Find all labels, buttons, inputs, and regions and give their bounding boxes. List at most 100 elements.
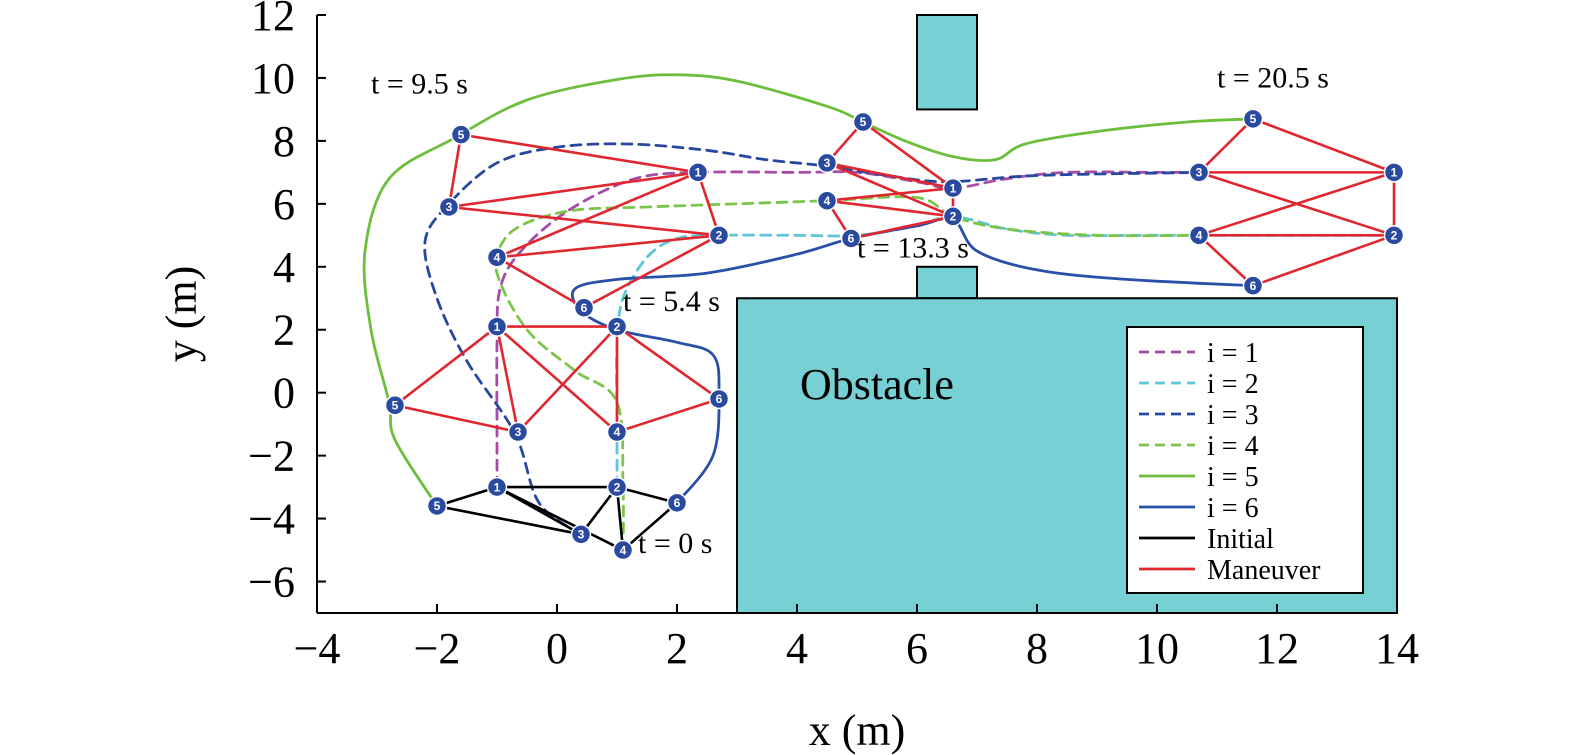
formation-5-node-4 <box>1188 225 1210 246</box>
time-label-1: t = 0 s <box>638 527 712 560</box>
formation-4-node-1 <box>942 177 964 199</box>
legend-label-5: i = 5 <box>1207 462 1259 493</box>
formation-3-edge-1-4 <box>496 171 699 259</box>
axes <box>316 15 1397 614</box>
trajectory-1 <box>495 170 1201 489</box>
formation-edge-layer <box>394 117 1396 552</box>
formation-4-node-5 <box>852 111 874 133</box>
formation-3-node-2-label: 2 <box>716 229 723 243</box>
formation-2-node-3-label: 3 <box>515 425 522 439</box>
formation-5-edge-4-6 <box>1198 234 1254 287</box>
formation-1-node-4-label: 4 <box>620 543 627 557</box>
formation-3-node-4 <box>486 247 508 268</box>
formation-4-edge-2-6 <box>850 215 954 240</box>
formation-3-node-6-label: 6 <box>581 301 588 315</box>
formation-3-node-3 <box>438 196 460 218</box>
legend-label-6: i = 6 <box>1207 493 1259 524</box>
formation-2-node-2-label: 2 <box>614 320 621 334</box>
formation-2-node-1-label: 1 <box>494 320 501 334</box>
formation-3-node-1-label: 1 <box>695 166 702 180</box>
formation-5-edge-2-3 <box>1198 171 1395 237</box>
legend-label-8: Maneuver <box>1207 555 1321 586</box>
formation-1-node-2-label: 2 <box>614 480 621 494</box>
formation-4-edge-1-4 <box>826 186 954 202</box>
formation-3-edge-1-2 <box>696 171 721 236</box>
x-tick-label-5: 4 <box>786 624 808 673</box>
formation-4-node-6 <box>840 228 862 249</box>
formation-1-node-2 <box>606 476 628 498</box>
formation-1-node-3 <box>570 524 592 545</box>
legend-label-7: Initial <box>1207 524 1274 555</box>
formation-1-node-6-label: 6 <box>674 496 681 510</box>
formation-4-node-3-label: 3 <box>824 156 831 170</box>
x-tick-label-8: 10 <box>1135 624 1179 673</box>
y-tick-label-8: 8 <box>273 117 295 166</box>
formation-4-node-1-label: 1 <box>950 181 957 195</box>
formation-2-node-5 <box>384 395 406 416</box>
formation-3-node-5-label: 5 <box>458 128 465 142</box>
legend-box <box>1126 326 1364 594</box>
formation-3-node-3-label: 3 <box>446 200 453 214</box>
formation-1-edge-1-4 <box>496 485 624 552</box>
formation-4-edge-1-3 <box>826 161 954 190</box>
y-axis-title: y (m) <box>157 266 206 363</box>
y-tick-label-5: 2 <box>273 306 295 355</box>
formation-4-node-5-label: 5 <box>860 115 867 129</box>
formation-3-node-4-label: 4 <box>494 251 501 265</box>
formation-2-edge-1-3 <box>495 326 520 433</box>
formation-2-edge-1-5 <box>394 325 498 407</box>
formation-1-node-1 <box>486 476 508 498</box>
legend-label-3: i = 3 <box>1207 400 1259 431</box>
x-tick-label-10: 14 <box>1375 624 1419 673</box>
formation-3-node-2 <box>708 225 730 246</box>
formation-1-node-5-label: 5 <box>434 499 441 513</box>
time-label-2: t = 5.4 s <box>623 285 720 318</box>
y-tick-label-3: −2 <box>248 432 295 481</box>
y-tick-label-10: 12 <box>251 0 295 40</box>
formation-2-node-3 <box>507 421 529 443</box>
formation-5-edge-1-5 <box>1252 117 1395 174</box>
formation-3-node-1 <box>687 162 709 183</box>
obstacle-2 <box>916 265 978 300</box>
formation-5-node-3 <box>1188 162 1210 183</box>
formation-2-edge-3-5 <box>394 404 519 434</box>
formation-2-node-4-label: 4 <box>614 425 621 439</box>
formation-2-edge-4-6 <box>616 397 720 434</box>
formation-1-edge-4-6 <box>622 501 678 552</box>
y-tick-label-1: −6 <box>248 558 295 607</box>
trajectory-4 <box>494 195 1201 552</box>
formation-5-node-2 <box>1383 225 1405 246</box>
formation-1-edge-1-5 <box>436 485 498 508</box>
formation-1-edge-2-4 <box>615 486 625 551</box>
formation-5-node-6 <box>1242 275 1264 296</box>
x-axis-title: x (m) <box>809 706 906 755</box>
formation-1-node-3-label: 3 <box>578 528 585 542</box>
formation-2-node-6 <box>708 388 730 410</box>
formation-1-node-4 <box>612 539 634 561</box>
formation-5-node-1-label: 1 <box>1391 166 1398 180</box>
y-tick-label-7: 6 <box>273 180 295 229</box>
formation-4-node-6-label: 6 <box>848 232 855 246</box>
formation-4-node-2 <box>942 206 964 227</box>
legend: i = 1i = 2i = 3i = 4i = 5i = 6InitialMan… <box>1126 326 1364 594</box>
formation-5-edge-2-6 <box>1252 234 1395 287</box>
time-label-5: t = 20.5 s <box>1217 61 1329 94</box>
x-tick-label-6: 6 <box>906 624 928 673</box>
time-label-3: t = 9.5 s <box>371 68 468 101</box>
formation-4-node-2-label: 2 <box>950 210 957 224</box>
y-tick-label-2: −4 <box>248 495 295 544</box>
y-tick-label-4: 0 <box>273 369 295 418</box>
formation-3-edge-2-3 <box>448 205 720 237</box>
time-label-4: t = 13.3 s <box>857 231 969 264</box>
formation-5-edge-3-5 <box>1198 117 1254 174</box>
legend-label-2: i = 2 <box>1207 369 1259 400</box>
time-annotation-layer: t = 0 s t = 5.4 s t = 9.5 s t = 13.3 s t = 2… <box>371 61 1329 560</box>
formation-5-node-3-label: 3 <box>1196 166 1203 180</box>
formation-2-node-5-label: 5 <box>392 398 399 412</box>
y-tick-label-6: 4 <box>273 243 295 292</box>
x-tick-label-3: 0 <box>546 624 568 673</box>
obstacle-label: Obstacle <box>800 360 954 409</box>
